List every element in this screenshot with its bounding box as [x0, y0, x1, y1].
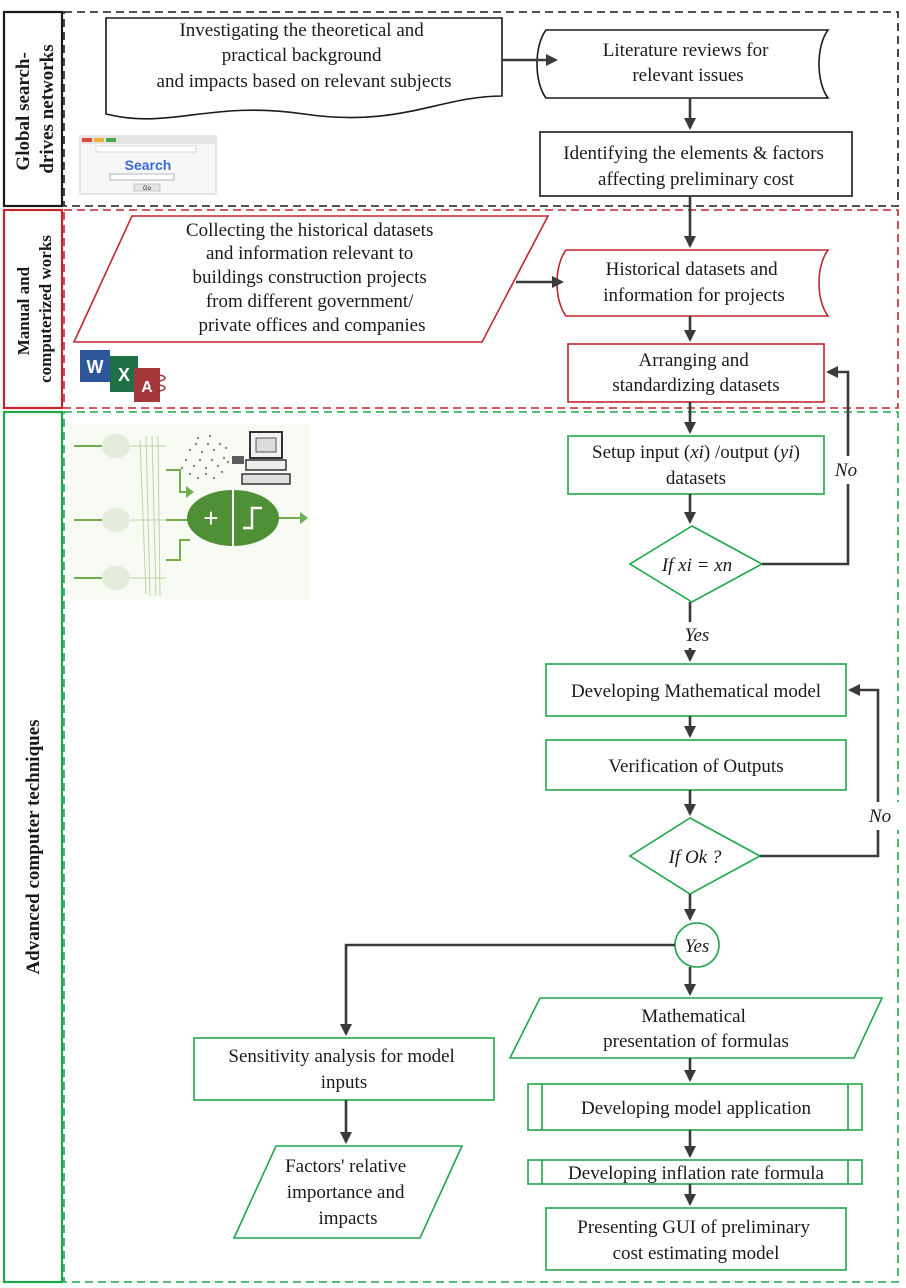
- factors-line-3: impacts: [318, 1208, 377, 1229]
- access-icon: A: [141, 379, 153, 396]
- investigating-line-3: and impacts based on relevant subjects: [157, 71, 452, 92]
- svg-text:Historical datasets and: Historical datasets and information for …: [603, 259, 785, 306]
- svg-text:Literature reviews for r: Literature reviews for relevant issues: [603, 40, 773, 86]
- node-developing-application: Developing model application: [527, 1083, 863, 1131]
- svg-text:No: No: [868, 806, 891, 827]
- investigating-line-2: practical background: [222, 45, 382, 66]
- decision-2-label: If Ok ?: [668, 847, 722, 868]
- factors-line-1: Factors' relative: [285, 1156, 406, 1177]
- svg-text:No: No: [834, 460, 857, 481]
- collecting-line-1: Collecting the historical datasets: [186, 220, 433, 241]
- step-function-icon: [243, 506, 262, 530]
- label-no-1: No: [826, 456, 866, 484]
- lane-title-advanced: Advanced computer techniques: [23, 719, 44, 974]
- collecting-line-3: buildings construction projects: [192, 267, 426, 288]
- label-yes-1: Yes: [674, 622, 720, 648]
- factors-line-2: importance and: [287, 1182, 405, 1203]
- arranging-line-2: standardizing datasets: [612, 375, 779, 396]
- gui-line-2: cost estimating model: [613, 1243, 780, 1264]
- lane-manual-works: Manual and computerized works: [2, 208, 899, 410]
- node-factors-importance: Factors' relative importance and impacts: [232, 1145, 464, 1239]
- identifying-line-1: Identifying the elements & factors: [563, 143, 824, 164]
- node-decision-xi-xn: If xi = xn: [628, 525, 764, 603]
- node-presenting-gui: Presenting GUI of preliminary cost estim…: [545, 1207, 847, 1271]
- svg-text:Identifying the elements & fac: Identifying the elements & factors affec…: [563, 143, 828, 190]
- developing-application-label: Developing model application: [581, 1098, 812, 1119]
- yes-connector-label: Yes: [685, 936, 710, 957]
- search-page-illustration: Search Go: [79, 135, 217, 195]
- historical-line-1: Historical datasets and: [606, 259, 779, 280]
- math-present-line-1: Mathematical: [641, 1006, 745, 1027]
- arrow-decision2-no-loop: [760, 684, 880, 858]
- literature-line-1: Literature reviews for: [603, 40, 769, 61]
- node-arranging-datasets: Arranging and standardizing datasets: [567, 343, 825, 403]
- math-present-line-2: presentation of formulas: [603, 1031, 789, 1052]
- input-neuron-3: [102, 566, 130, 590]
- computer-icon: [241, 431, 291, 485]
- developing-model-label: Developing Mathematical model: [571, 681, 821, 702]
- data-cloud-icon: [180, 434, 230, 480]
- svg-text:Yes: Yes: [685, 625, 710, 646]
- lane-title-global: Global search- drives networks: [13, 44, 58, 173]
- node-collecting-datasets: Collecting the historical datasets and i…: [72, 215, 550, 343]
- lane-title-manual: Manual and computerized works: [14, 235, 55, 383]
- inflation-formula-label: Developing inflation rate formula: [568, 1163, 824, 1184]
- arrow-yes-to-sensitivity: [340, 943, 675, 1036]
- word-icon: W: [87, 357, 104, 377]
- svg-text:Collecting the historical data: Collecting the historical datasets and i…: [186, 220, 438, 336]
- investigating-line-1: Investigating the theoretical and: [179, 20, 424, 41]
- office-apps-icon: W X A: [80, 350, 166, 402]
- collecting-line-5: private offices and companies: [198, 315, 425, 336]
- lane-global-search: Global search- drives networks: [2, 10, 899, 208]
- literature-line-2: relevant issues: [632, 65, 743, 86]
- svg-text:Factors' relative import: Factors' relative importance and impacts: [285, 1156, 411, 1229]
- node-sensitivity-analysis: Sensitivity analysis for model inputs: [193, 1037, 495, 1101]
- identifying-line-2: affecting preliminary cost: [598, 169, 795, 190]
- label-no-2: No: [862, 802, 900, 830]
- historical-line-2: information for projects: [603, 285, 785, 306]
- node-historical-datasets: Historical datasets and information for …: [556, 249, 830, 317]
- collecting-line-4: from different government/: [206, 291, 414, 312]
- node-mathematical-presentation: Mathematical presentation of formulas: [508, 997, 884, 1059]
- svg-text:Mathematical presentatio: Mathematical presentation of formulas: [603, 1006, 789, 1052]
- svg-text:Investigating the theoretical: Investigating the theoretical and practi…: [157, 20, 452, 92]
- svg-text:Sensitivity analysis for model: Sensitivity analysis for model inputs: [228, 1046, 459, 1093]
- input-neuron-1: [102, 434, 130, 458]
- node-identifying-factors: Identifying the elements & factors affec…: [539, 131, 853, 197]
- setup-line-2: datasets: [666, 468, 726, 489]
- node-investigating-background: Investigating the theoretical and practi…: [105, 17, 503, 120]
- excel-icon: X: [118, 365, 130, 385]
- node-developing-model: Developing Mathematical model: [545, 663, 847, 717]
- arrow-to-computer-icon: [232, 456, 244, 464]
- collecting-line-2: and information relevant to: [206, 243, 413, 264]
- svg-text:Presenting GUI of preliminary: Presenting GUI of preliminary cost estim…: [577, 1217, 814, 1264]
- sensitivity-line-1: Sensitivity analysis for model: [228, 1046, 454, 1067]
- lane-advanced-techniques: Advanced computer techniques: [2, 410, 899, 1284]
- node-verification: Verification of Outputs: [545, 739, 847, 791]
- node-literature-reviews: Literature reviews for relevant issues: [536, 29, 830, 99]
- svg-text:Arranging and standardiz: Arranging and standardizing datasets: [612, 350, 779, 396]
- sensitivity-line-2: inputs: [321, 1072, 367, 1093]
- node-yes-connector: Yes: [674, 922, 720, 968]
- neural-network-illustration: +: [70, 424, 310, 600]
- arranging-line-1: Arranging and: [638, 350, 749, 371]
- search-go-button-label: Go: [143, 186, 152, 192]
- verification-label: Verification of Outputs: [608, 756, 783, 777]
- node-inflation-formula: Developing inflation rate formula: [527, 1159, 863, 1185]
- decision-1-label: If xi = xn: [661, 555, 732, 576]
- search-logo-text: Search: [125, 157, 172, 173]
- summation-icon: +: [203, 503, 218, 533]
- gui-line-1: Presenting GUI of preliminary: [577, 1217, 810, 1238]
- input-neuron-2: [102, 508, 130, 532]
- node-decision-ok: If Ok ?: [628, 817, 762, 895]
- svg-text:Setup input (xi) /output (yi): Setup input (xi) /output (yi): [592, 442, 800, 463]
- node-setup-datasets: Setup input (xi) /output (yi) datasets: [567, 435, 825, 495]
